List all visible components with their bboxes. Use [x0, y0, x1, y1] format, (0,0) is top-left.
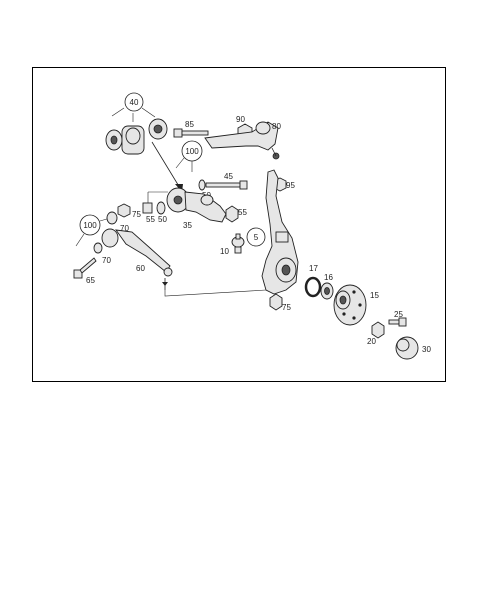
callout-5: 5	[246, 227, 266, 247]
part-55-nut-left	[142, 202, 153, 214]
callout-60: 60	[136, 264, 145, 273]
callout-16: 16	[324, 273, 333, 282]
part-45-bolt	[205, 180, 248, 190]
part-15-wheel-hub	[333, 284, 367, 326]
part-25-bolt	[388, 317, 407, 327]
callout-25: 25	[394, 310, 403, 319]
callout-80: 80	[272, 122, 281, 131]
part-50-washer-upper	[198, 179, 206, 191]
callout-20: 20	[367, 337, 376, 346]
callout-90: 90	[236, 115, 245, 124]
part-30-hub-cap	[395, 336, 419, 360]
part-65-bolt	[73, 257, 97, 279]
callout-70-upper: 70	[120, 224, 129, 233]
callout-45: 45	[224, 172, 233, 181]
part-40-bushing-set	[105, 107, 168, 155]
part-16-bearing	[320, 282, 334, 300]
callout-40-label: 40	[130, 98, 139, 107]
callout-100-upper-label: 100	[185, 147, 199, 156]
part-80-upper-arm	[204, 121, 280, 160]
part-20-nut	[371, 321, 385, 339]
part-75-nut-left	[117, 203, 131, 218]
callout-65: 65	[86, 276, 95, 285]
part-5-steering-knuckle	[261, 169, 299, 295]
callout-55-left: 55	[146, 215, 155, 224]
part-35-lower-arm	[166, 187, 227, 223]
callout-70-lower: 70	[102, 256, 111, 265]
callout-95: 95	[286, 181, 295, 190]
part-55-nut-right	[225, 205, 239, 223]
guide-line	[164, 289, 267, 297]
part-70-washer-upper	[106, 211, 118, 225]
part-85-bolt	[173, 128, 209, 138]
part-17-seal-ring	[304, 276, 322, 298]
part-10-ball-joint	[231, 233, 245, 254]
callout-100-lower-label: 100	[83, 221, 97, 230]
exploded-view-diagram: 40 85 90 80 100 45 50 95	[73, 92, 431, 360]
callout-15: 15	[370, 291, 379, 300]
part-60-tension-strut	[101, 228, 173, 290]
callout-40: 40	[124, 92, 144, 112]
callout-17: 17	[309, 264, 318, 273]
callout-30: 30	[422, 345, 431, 354]
callout-55-right: 55	[238, 208, 247, 217]
part-75-nut-lower	[269, 293, 283, 311]
callout-35: 35	[183, 221, 192, 230]
part-50-washer-lower	[156, 201, 166, 215]
callout-50-lower: 50	[158, 215, 167, 224]
assembly-arrow	[151, 141, 181, 189]
callout-10: 10	[220, 247, 229, 256]
callout-75-left: 75	[132, 210, 141, 219]
callout-100-upper: 100	[175, 140, 203, 172]
part-70-washer-lower	[93, 242, 103, 254]
callout-75-lower: 75	[282, 303, 291, 312]
callout-5-label: 5	[254, 233, 259, 242]
callout-85: 85	[185, 120, 194, 129]
